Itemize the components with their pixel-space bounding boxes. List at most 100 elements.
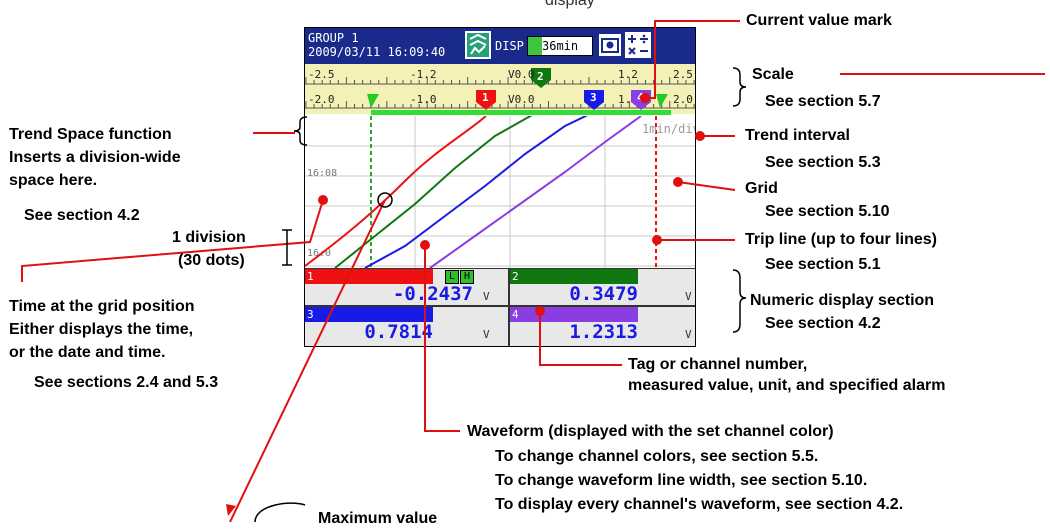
channel-tag: 3 <box>307 308 314 321</box>
scale-lower-label: 2.0 <box>673 93 693 106</box>
label-scale-ref: See section 5.7 <box>765 93 881 110</box>
numeric-divider-h <box>305 305 695 307</box>
scale-upper-label: -1.2 <box>410 68 437 81</box>
division-bracket <box>282 229 292 266</box>
label-current-value-mark: Current value mark <box>746 12 892 29</box>
channel-value: 0.7814 <box>364 321 433 343</box>
channel-tag: 2 <box>512 270 519 283</box>
scale-mark-1-label: 1 <box>482 91 489 104</box>
label-trend-space-1: Trend Space function <box>9 126 172 143</box>
math-icon-glyph <box>628 34 648 55</box>
alarm-h-badge: H <box>460 270 474 284</box>
channel-value: -0.2437 <box>392 283 473 305</box>
label-numeric: Numeric display section <box>750 292 935 309</box>
trend-icon[interactable] <box>465 31 491 59</box>
trend-area <box>305 116 695 268</box>
label-scale: Scale <box>752 66 794 83</box>
channel-tag: 4 <box>512 308 519 321</box>
label-division-dots: (30 dots) <box>178 252 245 269</box>
lower-green-flag-right <box>656 94 668 108</box>
label-time-grid-1: Time at the grid position <box>9 298 195 315</box>
magnifier-arc <box>254 502 306 522</box>
scale-lower-label: -1.0 <box>410 93 437 106</box>
scale-mark-1 <box>476 90 496 110</box>
snapshot-icon-glyph <box>601 38 619 53</box>
disp-memory-bar: 36min <box>527 36 593 56</box>
scale-mark-3 <box>584 90 604 110</box>
channel-tag: 1 <box>307 270 314 283</box>
label-waveform-color: To change channel colors, see section 5.… <box>495 448 819 465</box>
leader-current-value <box>645 20 740 99</box>
label-trip-line-ref: See section 5.1 <box>765 256 881 273</box>
screen-header: GROUP 1 2009/03/11 16:09:40 DISP 36min <box>305 28 695 64</box>
disp-memory-fill <box>528 37 542 55</box>
leader-max-value-arrow <box>226 504 236 516</box>
channel-value: 0.3479 <box>569 283 638 305</box>
label-waveform-width: To change waveform line width, see secti… <box>495 472 868 489</box>
snapshot-icon[interactable] <box>597 32 623 58</box>
label-tag: Tag or channel number, <box>628 356 808 373</box>
waveform-ch1 <box>305 116 487 267</box>
label-trend-interval: Trend interval <box>745 127 850 144</box>
group-name: GROUP 1 <box>308 31 359 45</box>
grid-time-label: 16:08 <box>307 168 338 179</box>
scale-mark-3-label: 3 <box>590 91 597 104</box>
numeric-display: 1 L H -0.2437 2 0.3479 3 0.7814 4 1.2313… <box>305 268 695 346</box>
scale-green-bar <box>371 110 671 115</box>
leader-time-grid <box>21 199 324 282</box>
scale-mark-2 <box>531 68 551 88</box>
channel-tag-bar <box>510 269 638 284</box>
brace-numeric <box>732 269 747 333</box>
label-max-value: Maximum value <box>318 510 438 527</box>
label-division: 1 division <box>172 229 246 246</box>
label-trend-space-2: Inserts a division-wide <box>9 149 181 166</box>
channel-value: 1.2313 <box>569 321 638 343</box>
numeric-divider-v <box>508 268 510 346</box>
label-time-grid-ref: See sections 2.4 and 5.3 <box>34 374 219 391</box>
label-tag-cont: measured value, unit, and specified alar… <box>628 377 946 394</box>
leader-grid <box>677 181 736 191</box>
scale-upper-label: -2.5 <box>308 68 335 81</box>
waveform-ch4 <box>429 116 642 268</box>
trend-icon-glyph <box>469 33 487 55</box>
channel-unit: V <box>685 328 692 341</box>
max-value-circle <box>377 192 393 208</box>
label-waveform: Waveform (displayed with the set channel… <box>467 423 834 440</box>
label-waveform-every: To display every channel's waveform, see… <box>495 496 904 513</box>
scale-upper-label: V0.0 <box>508 68 535 81</box>
label-grid-ref: See section 5.10 <box>765 203 890 220</box>
channel-unit: V <box>483 328 490 341</box>
channel-unit: V <box>483 290 490 303</box>
scale-mark-2-label: 2 <box>537 70 544 83</box>
label-trend-space-3: space here. <box>9 172 98 189</box>
label-numeric-ref: See section 4.2 <box>765 315 881 332</box>
header-datetime: 2009/03/11 16:09:40 <box>308 45 446 59</box>
scale-lower-label: -2.0 <box>308 93 335 106</box>
channel-tag-bar <box>305 269 433 284</box>
brace-scale <box>732 67 747 107</box>
waveform-ch3 <box>364 116 589 268</box>
channel-tag-bar <box>305 307 433 322</box>
numeric-divider-top <box>305 268 695 269</box>
leader-dots <box>318 93 705 316</box>
lower-green-flag-left <box>367 94 379 108</box>
alarm-l-badge: L <box>445 270 459 284</box>
top-cut-text: display <box>545 0 595 9</box>
disp-memory-value: 36min <box>542 39 579 53</box>
leader-max-value <box>229 199 386 522</box>
leader-waveform <box>424 245 460 432</box>
channel-unit: V <box>685 290 692 303</box>
label-time-grid-3: or the date and time. <box>9 344 166 361</box>
label-time-grid-2: Either displays the time, <box>9 321 194 338</box>
disp-label: DISP <box>495 39 524 53</box>
scale-lower-labels: -2.0 -1.0 V0.0 1. 2.0 <box>305 93 695 107</box>
trend-interval-label: 1min/div <box>642 122 695 136</box>
label-trend-space-ref: See section 4.2 <box>24 207 140 224</box>
scale-upper-label: 1.2 <box>618 68 638 81</box>
recorder-screen: GROUP 1 2009/03/11 16:09:40 DISP 36min <box>304 27 696 347</box>
label-trend-interval-ref: See section 5.3 <box>765 154 881 171</box>
label-grid: Grid <box>745 180 778 197</box>
math-icon[interactable] <box>625 32 651 58</box>
